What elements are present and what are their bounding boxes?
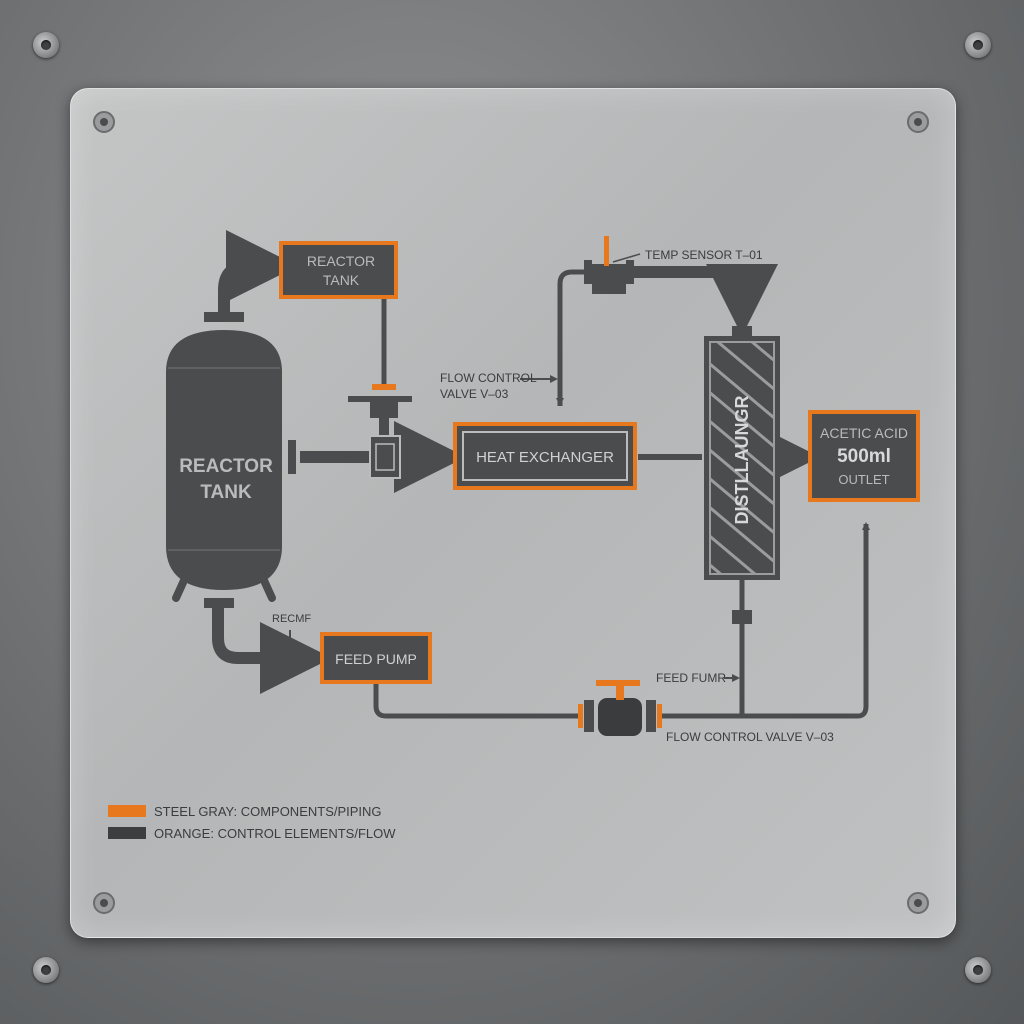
distillation-column-label: DISTLLAUNGR	[732, 396, 752, 525]
acetic-acid-label-2: 500ml	[837, 446, 891, 467]
pipe-flanges	[204, 312, 752, 624]
panel-bolts	[93, 111, 929, 914]
heat-exchanger-label: HEAT EXCHANGER	[476, 449, 614, 466]
acetic-acid-label-1: ACETIC ACID	[820, 425, 908, 441]
feed-pump: FEED PUMP RECMF	[272, 613, 432, 684]
flow-control-valve-bottom-label: FLOW CONTROL VALVE V–03	[666, 730, 834, 744]
legend-text: ORANGE: CONTROL ELEMENTS/FLOW	[154, 825, 396, 841]
corner-bolt	[965, 32, 991, 58]
acetic-acid-outlet: ACETIC ACID 500ml OUTLET	[808, 410, 920, 502]
temp-sensor-label: TEMP SENSOR T–01	[645, 248, 763, 262]
reactor-vessel: REACTOR TANK	[166, 330, 282, 602]
reactor-vessel-label-2: TANK	[200, 482, 252, 503]
temp-sensor: TEMP SENSOR T–01	[584, 236, 763, 294]
legend-text: STEEL GRAY: COMPONENTS/PIPING	[154, 803, 382, 819]
corner-bolt	[33, 32, 59, 58]
legend-swatch-gray	[108, 827, 146, 839]
legend-item: ORANGE: CONTROL ELEMENTS/FLOW	[108, 822, 396, 844]
legend: STEEL GRAY: COMPONENTS/PIPING ORANGE: CO…	[108, 800, 396, 844]
flow-control-valve-top: FLOW CONTROL VALVE V–03	[369, 371, 537, 479]
recmf-label: RECMF	[272, 613, 311, 625]
flow-control-valve-bottom: FEED FUMR FLOW CONTROL VALVE V–03	[578, 671, 834, 744]
feed-fumr-label: FEED FUMR	[656, 671, 726, 685]
reactor-vessel-label-1: REACTOR	[179, 456, 273, 477]
legend-swatch-orange	[108, 805, 146, 817]
heat-exchanger: HEAT EXCHANGER	[453, 422, 637, 490]
corner-bolt	[965, 957, 991, 983]
corner-bolt	[33, 957, 59, 983]
flow-control-valve-top-label-2: VALVE V–03	[440, 387, 509, 401]
flow-control-valve-top-label-1: FLOW CONTROL	[440, 371, 537, 385]
legend-item: STEEL GRAY: COMPONENTS/PIPING	[108, 800, 396, 822]
reactor-tank-box-label-1: REACTOR	[307, 253, 375, 269]
reactor-tank-box-label-2: TANK	[323, 272, 360, 288]
feed-pump-label: FEED PUMP	[335, 651, 417, 667]
reactor-tank-box: REACTOR TANK	[279, 241, 398, 299]
acetic-acid-label-3: OUTLET	[838, 472, 889, 487]
distillation-column: DISTLLAUNGR	[704, 336, 780, 580]
